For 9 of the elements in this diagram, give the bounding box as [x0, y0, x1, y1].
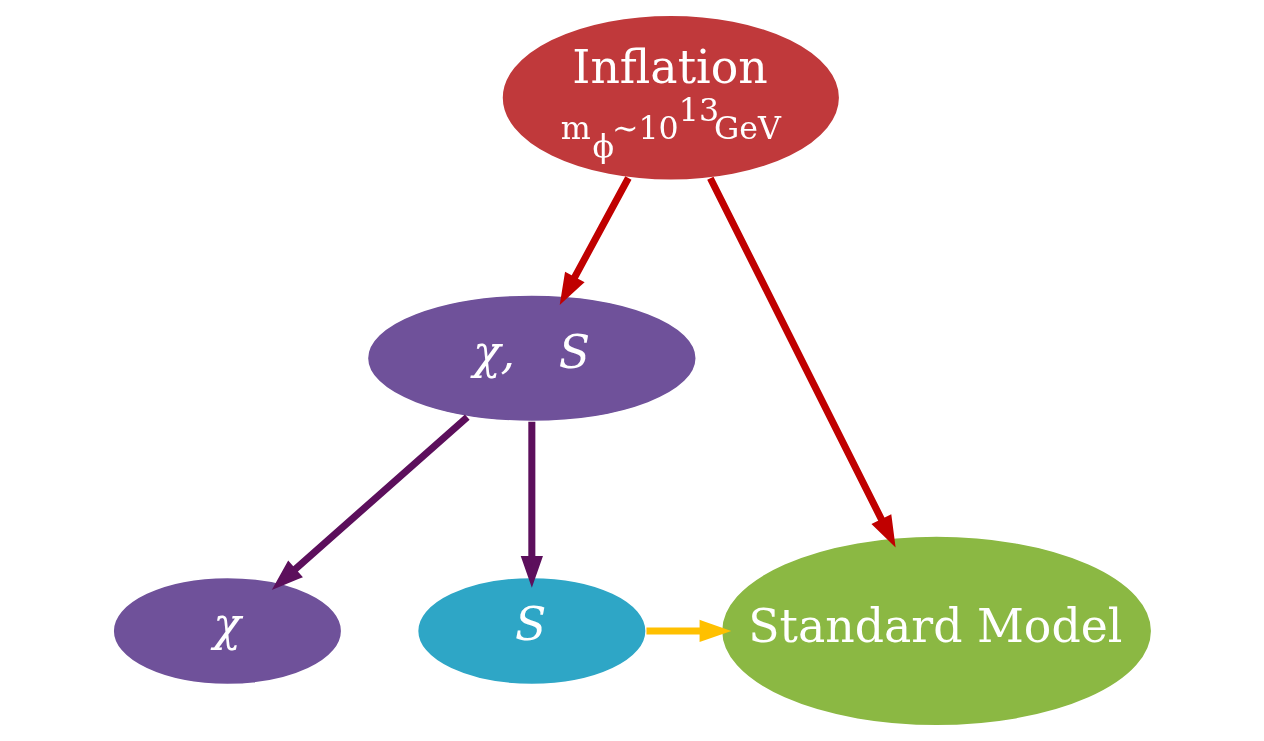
node-ellipse: Standard Model: [719, 535, 1153, 727]
arrow: [520, 421, 543, 588]
arrow: [271, 414, 470, 590]
node-ellipse: χ, S: [365, 293, 697, 423]
arrow: [706, 176, 896, 548]
arrow: [559, 176, 631, 305]
node-ellipse: S: [416, 576, 647, 686]
arrow: [645, 619, 731, 643]
node-ellipse: χ: [111, 576, 343, 686]
